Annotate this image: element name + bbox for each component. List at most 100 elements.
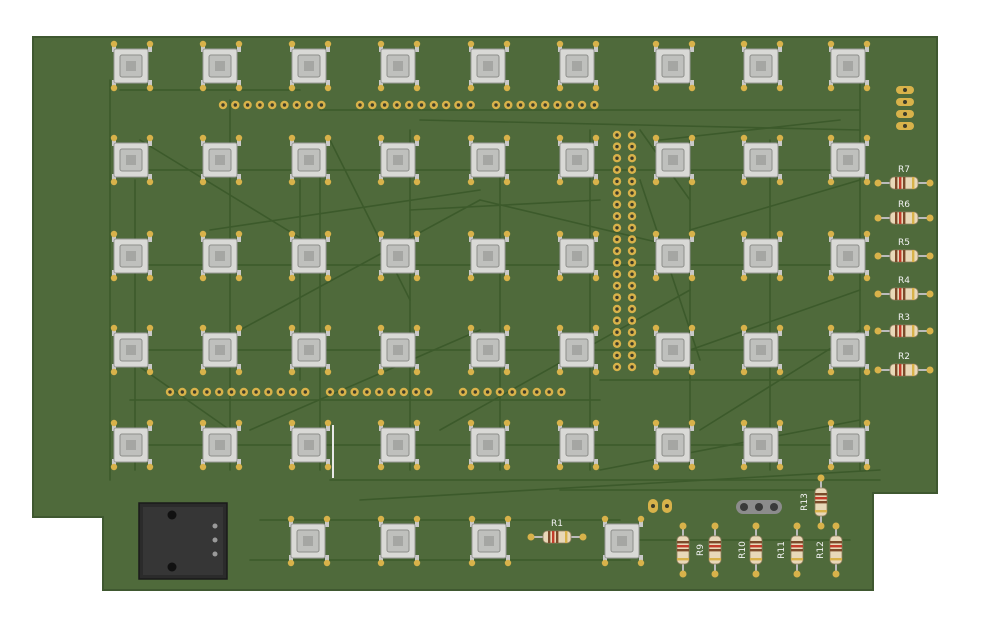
switch-pad	[377, 230, 385, 238]
resistor-band	[709, 549, 721, 552]
switch-leg	[558, 174, 562, 180]
through-hole-pad	[627, 270, 637, 279]
switch-pad	[688, 230, 696, 238]
through-hole-pad	[466, 100, 475, 110]
switch-pad	[688, 368, 696, 376]
switch-leg	[201, 46, 205, 52]
switch-pad	[863, 274, 871, 282]
switch-pad	[324, 134, 332, 142]
through-hole-pad	[178, 387, 187, 397]
switch-plunger	[215, 345, 225, 355]
switch-plunger	[215, 440, 225, 450]
resistor-band	[791, 545, 803, 548]
switch-leg	[742, 330, 746, 336]
switch-pad	[556, 324, 564, 332]
switch-leg	[742, 46, 746, 52]
pad-hole	[630, 237, 634, 242]
switch-leg	[690, 364, 694, 370]
switch-leg	[112, 270, 116, 276]
three-pin-connector-icon	[736, 500, 782, 514]
resistor-band	[750, 549, 762, 552]
switch-pad	[235, 230, 243, 238]
switch-leg	[505, 459, 509, 465]
switch-leg	[201, 364, 205, 370]
switch-plunger	[668, 61, 678, 71]
through-hole-pad	[532, 387, 541, 397]
through-hole-pad	[627, 258, 637, 267]
switch-pad	[556, 419, 564, 427]
switch-pad	[287, 559, 295, 567]
tactile-switch-icon	[377, 515, 421, 567]
switch-pad	[863, 419, 871, 427]
switch-plunger	[126, 251, 136, 261]
pad-hole	[630, 202, 634, 207]
pad-hole	[615, 226, 619, 230]
switch-pad	[110, 134, 118, 142]
switch-leg	[506, 555, 510, 561]
pad-hole	[535, 390, 539, 394]
switch-pad	[288, 419, 296, 427]
switch-leg	[742, 80, 746, 86]
pad-hole	[615, 191, 619, 195]
pad-hole	[389, 390, 394, 394]
through-hole-pad	[612, 154, 622, 163]
switch-pad	[740, 324, 748, 332]
pad-hole	[266, 390, 271, 394]
switch-pad	[592, 230, 600, 238]
switch-plunger	[756, 155, 766, 165]
resistor-pad	[527, 533, 535, 541]
switch-leg	[690, 140, 694, 146]
switch-pad	[467, 178, 475, 186]
switch-leg	[326, 270, 330, 276]
switch-pad	[467, 368, 475, 376]
jack-pin	[212, 551, 218, 557]
resistor-band	[903, 212, 906, 224]
through-hole-pad	[215, 387, 224, 397]
tactile-switch-icon	[110, 419, 154, 471]
switch-leg	[290, 364, 294, 370]
pad-hole	[615, 144, 619, 149]
pad-hole	[630, 191, 634, 195]
through-hole-pad	[471, 387, 480, 397]
switch-plunger	[756, 440, 766, 450]
switch-plunger	[215, 251, 225, 261]
through-hole-pad	[454, 100, 463, 110]
resistor-band	[912, 212, 915, 224]
switch-leg	[778, 425, 782, 431]
switch-leg	[829, 174, 833, 180]
switch-pad	[556, 84, 564, 92]
switch-pad	[776, 84, 784, 92]
through-hole-pad	[612, 351, 622, 360]
switch-pad	[199, 274, 207, 282]
through-hole-pad	[612, 362, 622, 372]
switch-leg	[415, 364, 419, 370]
switch-leg	[469, 330, 473, 336]
switch-leg	[603, 521, 607, 527]
switch-leg	[112, 425, 116, 431]
pad-hole	[358, 103, 362, 107]
switch-pad	[503, 230, 511, 238]
resistor-band	[895, 212, 898, 224]
tactile-switch-icon	[467, 134, 511, 186]
switch-leg	[112, 46, 116, 52]
pad-hole	[630, 342, 634, 346]
through-hole-pad	[495, 387, 505, 397]
pad-hole	[615, 307, 619, 311]
resistor-band	[903, 325, 906, 337]
switch-leg	[379, 270, 383, 276]
switch-pad	[377, 463, 385, 471]
switch-leg	[505, 46, 509, 52]
pad-hole	[630, 260, 634, 265]
through-hole-pad	[612, 188, 622, 198]
switch-leg	[290, 425, 294, 431]
pad-hole	[592, 103, 597, 107]
switch-leg	[201, 330, 205, 336]
pad-hole	[630, 365, 634, 369]
resistor-pad	[711, 522, 719, 530]
through-hole-pad	[553, 100, 562, 110]
switch-leg	[506, 521, 510, 527]
resistor-label: R2	[898, 352, 910, 362]
switch-plunger	[483, 345, 493, 355]
pad-hole	[506, 103, 510, 107]
switch-leg	[326, 80, 330, 86]
